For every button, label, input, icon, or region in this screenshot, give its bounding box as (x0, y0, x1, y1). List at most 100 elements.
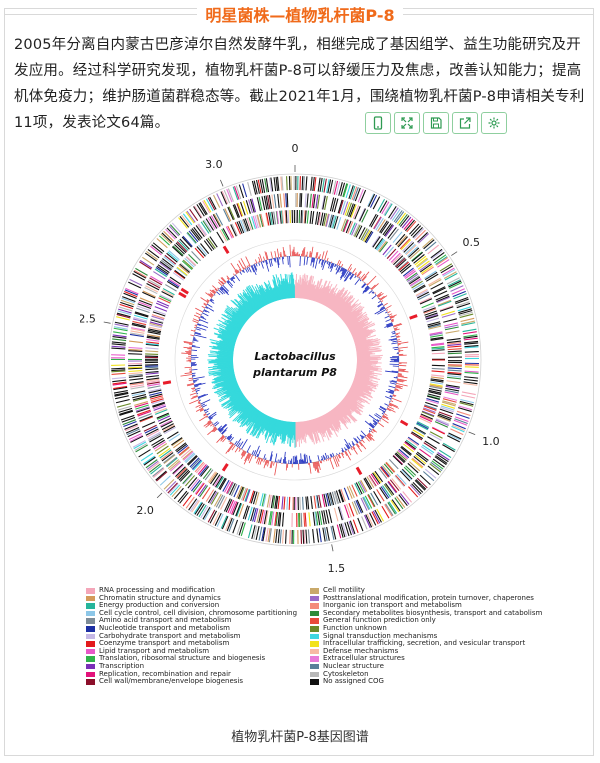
legend-label: Intracellular trafficking, secretion, an… (323, 639, 526, 648)
page-title-text: 明星菌株—植物乳杆菌P-8 (197, 6, 403, 25)
legend-item: Amino acid transport and metabolism (86, 617, 316, 625)
rrna-mark (221, 463, 229, 472)
axis-tick-label: 0 (292, 142, 299, 155)
legend-item: No assigned COG (310, 678, 540, 686)
legend-item: Cytoskeleton (310, 669, 540, 679)
rrna-mark (355, 466, 363, 476)
legend-label: Cell wall/membrane/envelope biogenesis (99, 677, 244, 686)
axis-tick-label: 3.0 (205, 158, 223, 171)
legend-swatch (310, 618, 319, 624)
center-label-line1: Lactobacillus (254, 350, 336, 363)
cog-band (127, 192, 463, 527)
legend-label: Translation, ribosomal structure and bio… (99, 654, 266, 663)
legend-item: Translation, ribosomal structure and bio… (86, 655, 316, 663)
axis-tick-label: 1.5 (328, 562, 346, 575)
gc-skew-track (207, 272, 383, 448)
legend-item: Replication, recombination and repair (86, 669, 316, 679)
legend-label: Secondary metabolites biosynthesis, tran… (323, 608, 543, 617)
legend-item: Nucleotide transport and metabolism (86, 623, 316, 633)
legend-label: Cell cycle control, cell division, chrom… (99, 608, 298, 617)
legend-label: Replication, recombination and repair (99, 669, 231, 678)
legend-item: Nuclear structure (310, 662, 540, 671)
legend-swatch (86, 595, 95, 602)
axis-tick (451, 251, 458, 256)
legend-item: Energy production and conversion (86, 602, 316, 610)
outer-circle (108, 173, 482, 547)
center-label-line2: plantarum P8 (252, 366, 337, 379)
legend-swatch (310, 656, 319, 662)
share-icon[interactable] (452, 112, 478, 134)
legend-item: Coenzyme transport and metabolism (86, 640, 316, 648)
legend-swatch (310, 603, 319, 609)
rrna-mark (180, 287, 189, 295)
legend-label: Coenzyme transport and metabolism (99, 639, 230, 648)
legend-swatch (310, 648, 319, 655)
genome-axis: 00.51.01.52.02.53.0 (80, 142, 500, 575)
legend-swatch (310, 588, 319, 594)
cog-band (144, 209, 446, 511)
legend-item: Lipid transport and metabolism (86, 646, 316, 656)
axis-tick-label: 2.5 (80, 313, 96, 326)
legend-label: Cytoskeleton (323, 669, 369, 678)
legend-swatch (86, 679, 95, 685)
legend-swatch (86, 603, 95, 609)
legend-item: Cell wall/membrane/envelope biogenesis (86, 678, 316, 686)
legend-label: Lipid transport and metabolism (99, 646, 210, 655)
legend-label: Defense mechanisms (323, 646, 399, 655)
legend-swatch (86, 588, 95, 594)
rrna-mark (222, 245, 230, 254)
legend-swatch (86, 671, 95, 678)
legend-label: Nucleotide transport and metabolism (99, 623, 230, 632)
legend-swatch (310, 641, 319, 647)
axis-tick (331, 544, 334, 552)
image-toolbar (365, 112, 507, 134)
title-row: 明星菌株—植物乳杆菌P-8 (0, 0, 600, 25)
rrna-mark (399, 419, 409, 427)
rrna-mark (409, 314, 418, 320)
legend-label: RNA processing and modification (99, 586, 215, 594)
axis-tick (103, 321, 111, 324)
legend-label: Carbohydrate transport and metabolism (99, 631, 241, 640)
legend-item: Signal transduction mechanisms (310, 631, 540, 641)
legend-label: Transcription (99, 661, 145, 670)
cog-band (110, 175, 479, 544)
legend-swatch (86, 626, 95, 632)
legend-swatch (86, 633, 95, 640)
legend-label: Function unknown (323, 623, 387, 632)
settings-icon[interactable] (481, 112, 507, 134)
legend-label: Extracellular structures (323, 654, 405, 663)
rrna-mark (162, 380, 172, 385)
legend-item: Defense mechanisms (310, 646, 540, 656)
legend-swatch (310, 595, 319, 602)
legend-item: Extracellular structures (310, 655, 540, 663)
legend-label: Inorganic ion transport and metabolism (323, 601, 462, 610)
expand-icon[interactable] (394, 112, 420, 134)
legend-label: Cell motility (323, 586, 365, 594)
legend-item: General function prediction only (310, 617, 540, 625)
legend-swatch (310, 626, 319, 632)
legend-swatch (310, 610, 319, 617)
legend-item: Inorganic ion transport and metabolism (310, 602, 540, 610)
axis-tick (468, 431, 476, 435)
legend-item: Posttranslational modification, protein … (310, 594, 540, 603)
axis-tick-label: 2.0 (136, 504, 154, 517)
legend-swatch (310, 633, 319, 640)
legend-item: Carbohydrate transport and metabolism (86, 631, 316, 641)
genome-circle-map: 00.51.01.52.02.53.0 Lactobacillus planta… (80, 142, 500, 575)
legend-swatch (310, 679, 319, 685)
legend-swatch (86, 656, 95, 662)
legend-label: Signal transduction mechanisms (323, 631, 438, 640)
save-icon[interactable] (423, 112, 449, 134)
axis-tick (220, 179, 224, 187)
rrna-mark (178, 291, 187, 299)
legend-item: RNA processing and modification (86, 586, 316, 595)
axis-tick (156, 492, 163, 499)
legend-swatch (86, 641, 95, 647)
phone-icon[interactable] (365, 112, 391, 134)
legend-label: Amino acid transport and metabolism (99, 616, 232, 625)
legend-item: Secondary metabolites biosynthesis, tran… (310, 608, 543, 618)
intro-paragraph: 2005年分离自内蒙古巴彦淖尔自然发酵牛乳，相继完成了基因组学、益生功能研究及开… (14, 37, 585, 131)
axis-tick-label: 0.5 (463, 236, 481, 249)
gc-content-track (180, 244, 409, 476)
